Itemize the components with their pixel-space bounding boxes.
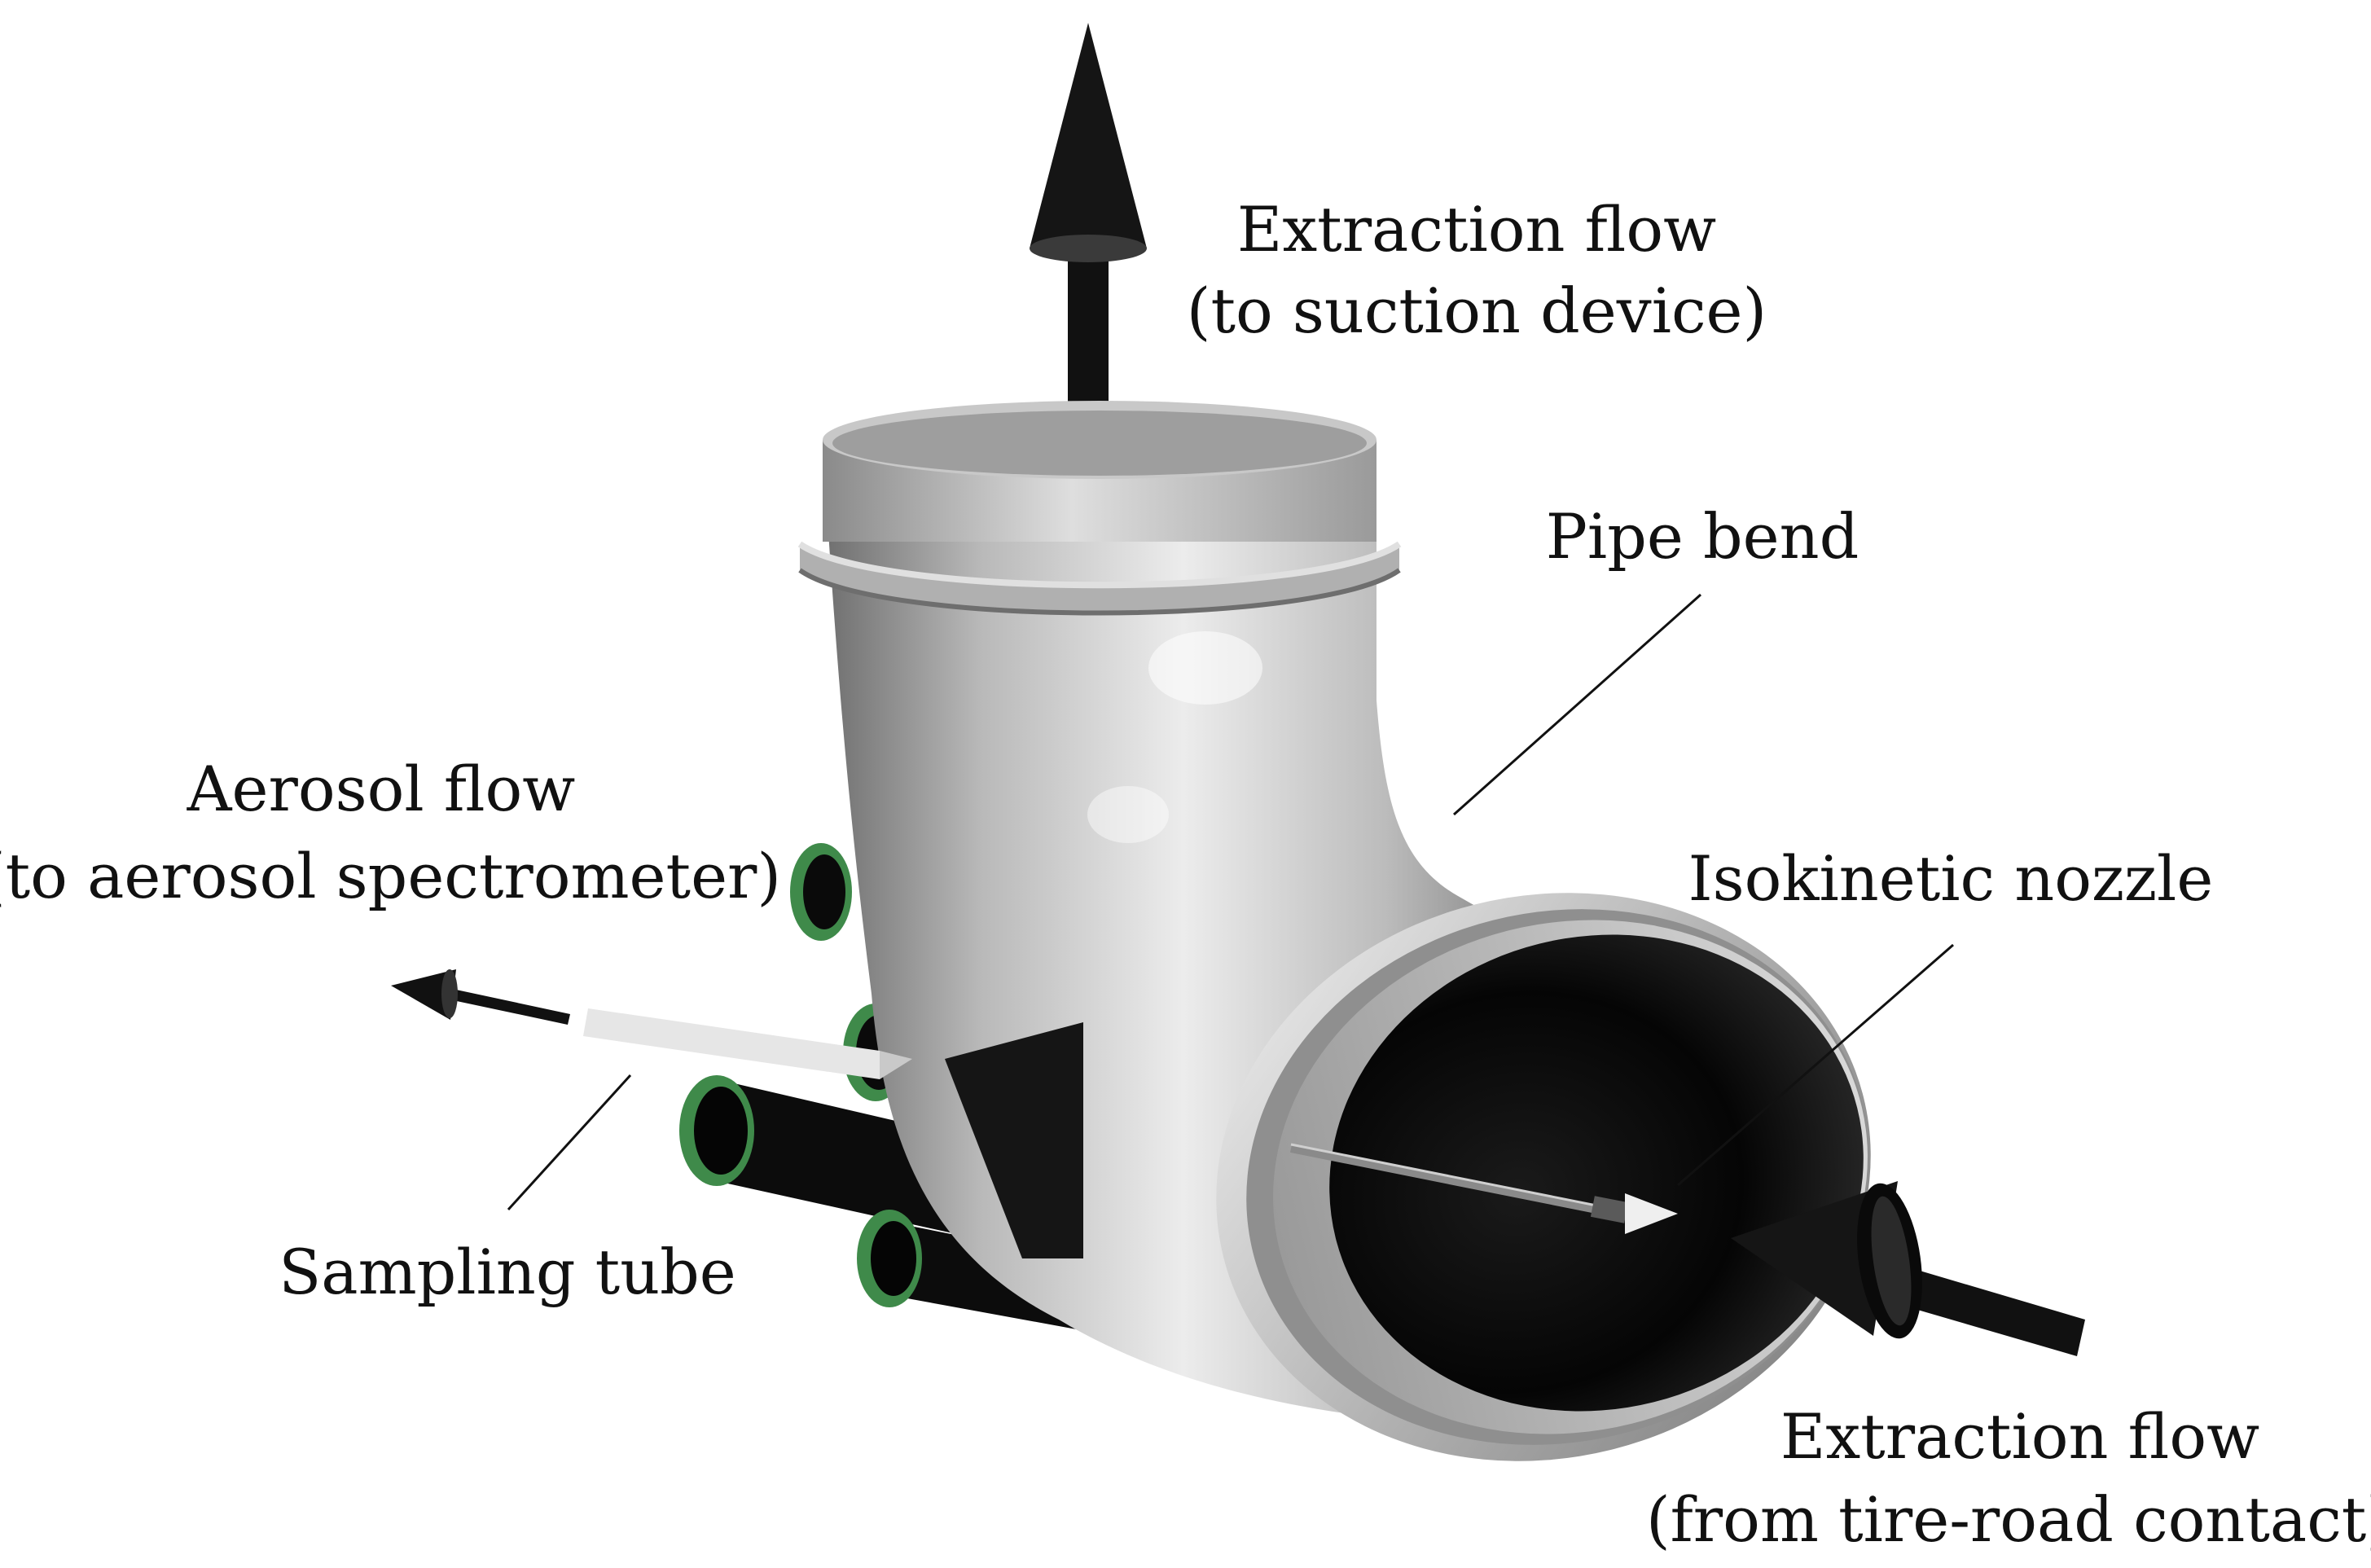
label-sampling-tube: Sampling tube bbox=[279, 1236, 736, 1308]
label-aerosol-line2: (to aerosol spectrometer) bbox=[0, 840, 781, 912]
arrow-extraction-inflow bbox=[1731, 1181, 2085, 1356]
leader-sampling-tube bbox=[507, 1074, 632, 1211]
label-extraction-bottom-line1: Extraction flow bbox=[1780, 1400, 2259, 1473]
bracket-plate bbox=[945, 1022, 1083, 1258]
isokinetic-nozzle bbox=[1590, 1193, 1678, 1234]
label-extraction-bottom-line2: (from tire-road contact) bbox=[1646, 1483, 2371, 1556]
leader-pipe-bend bbox=[1453, 593, 1701, 816]
label-extraction-top-line1: Extraction flow bbox=[1237, 193, 1716, 266]
arrow-aerosol-flow bbox=[391, 969, 570, 1025]
pipe-mouth bbox=[1216, 893, 1871, 1461]
outlet-stub-upper bbox=[790, 843, 852, 941]
leader-isokinetic-nozzle bbox=[1677, 943, 1954, 1187]
arrow-up-extraction bbox=[1030, 23, 1147, 424]
label-extraction-top-line2: (to suction device) bbox=[1187, 275, 1767, 347]
sampling-tube bbox=[583, 1008, 912, 1079]
label-isokinetic-nozzle: Isokinetic nozzle bbox=[1688, 842, 2214, 915]
label-pipe-bend: Pipe bend bbox=[1546, 500, 1859, 573]
label-aerosol-line1: Aerosol flow bbox=[187, 753, 576, 825]
